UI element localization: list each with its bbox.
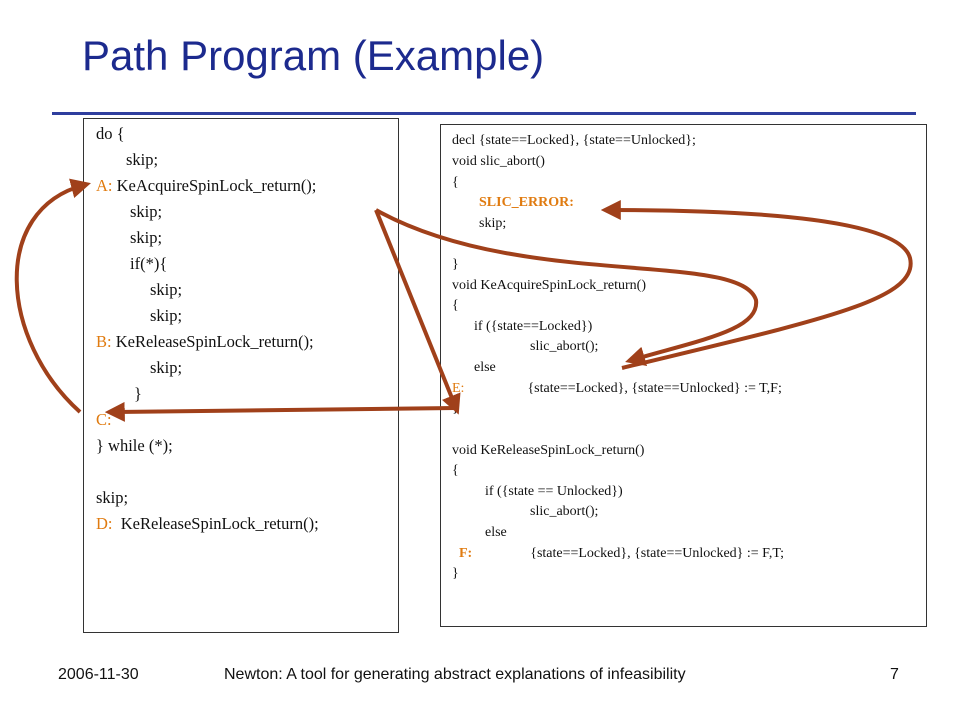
page-number: 7 [890, 666, 899, 683]
right-code-line: void KeReleaseSpinLock_return() [452, 443, 645, 458]
right-code-line: slic_abort(); [530, 339, 599, 354]
right-code-line-f: F:{state==Locked}, {state==Unlocked} := … [459, 546, 785, 561]
right-code-line: slic_abort(); [530, 504, 599, 519]
right-code-line: { [452, 463, 459, 478]
left-code-line-a: A: KeAcquireSpinLock_return(); [96, 176, 317, 195]
right-code-panel: decl {state==Locked}, {state==Unlocked};… [440, 124, 927, 627]
left-code-panel: do { skip; A: KeAcquireSpinLock_return()… [83, 118, 399, 633]
left-code-line: skip; [150, 306, 183, 325]
slide-title: Path Program (Example) [82, 32, 545, 79]
left-code-line: do { [96, 124, 125, 143]
right-code-line: { [452, 298, 459, 313]
left-code-line: } while (*); [96, 436, 173, 455]
left-code-line-b: B: KeReleaseSpinLock_return(); [96, 332, 314, 351]
title-divider [52, 112, 916, 115]
right-code-line: } [452, 566, 459, 581]
right-code-line: void slic_abort() [452, 154, 545, 169]
right-code-line: else [474, 360, 496, 375]
right-code-line: if ({state==Locked}) [474, 319, 593, 334]
left-code-line: skip; [150, 358, 183, 377]
right-code-line: else [485, 525, 507, 540]
left-code-line: skip; [130, 202, 163, 221]
left-code-line: skip; [126, 150, 159, 169]
left-code-line: skip; [150, 280, 183, 299]
left-code-line: } [134, 384, 142, 403]
right-code-line: decl {state==Locked}, {state==Unlocked}; [452, 133, 696, 148]
right-code-line: } [452, 401, 459, 416]
right-code-line: if ({state == Unlocked}) [485, 484, 623, 499]
left-code-line: skip; [130, 228, 163, 247]
right-code-line: void KeAcquireSpinLock_return() [452, 278, 646, 293]
footer-text: Newton: A tool for generating abstract e… [224, 666, 686, 683]
right-code-line-e: E:{state==Locked}, {state==Unlocked} := … [452, 381, 782, 396]
left-code-line-c: C: [96, 410, 112, 429]
right-code-line: skip; [479, 216, 507, 231]
right-code-line: { [452, 175, 459, 190]
loop-back-arrow [14, 178, 91, 414]
left-code-line-d: D: KeReleaseSpinLock_return(); [96, 514, 319, 533]
right-code-line-slic-error: SLIC_ERROR: [479, 195, 574, 210]
left-code-line: skip; [96, 488, 129, 507]
right-code-line: } [452, 257, 459, 272]
footer-date: 2006-11-30 [58, 666, 139, 683]
left-code-line: if(*){ [130, 254, 168, 273]
